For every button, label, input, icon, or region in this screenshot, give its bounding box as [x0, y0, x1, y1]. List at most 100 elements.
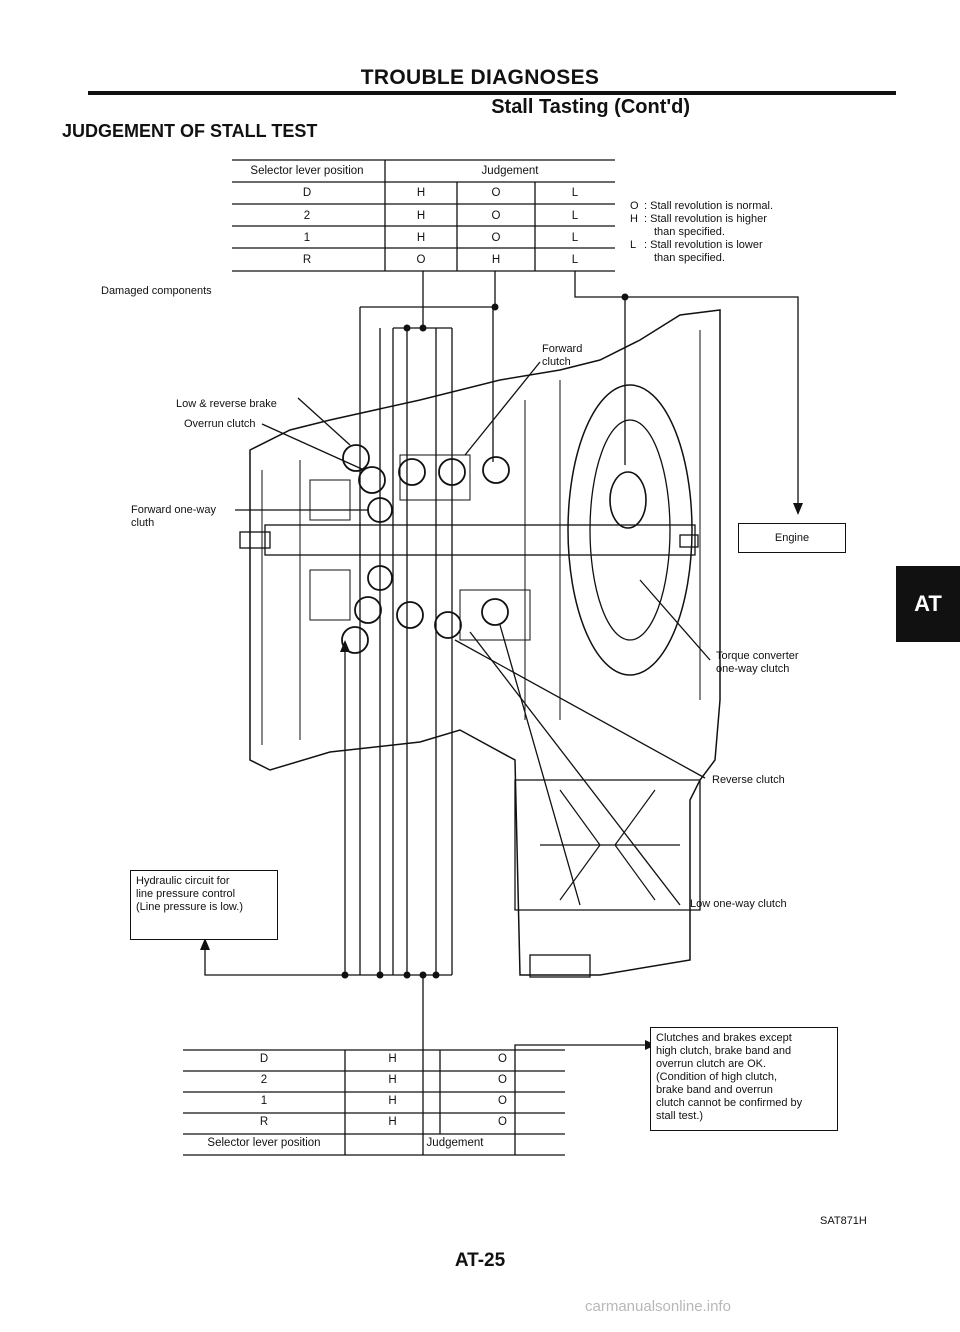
legend-text-cont: than specified.: [654, 226, 725, 238]
top-row-cell: L: [571, 254, 579, 266]
legend-text: : Stall revolution is lower: [644, 239, 763, 251]
torque-converter-label: Torque converter one-way clutch: [716, 650, 799, 675]
legend-symbol: L: [630, 239, 637, 251]
top-row-cell: H: [416, 210, 426, 222]
bottom-row-position: D: [259, 1053, 269, 1065]
leader-low-one-way: [469, 631, 681, 906]
leader-reverse-clutch: [454, 639, 706, 779]
leader-torque-converter: [639, 579, 711, 661]
bottom-table-footer-position: Selector lever position: [207, 1137, 321, 1149]
diff-flange: [529, 954, 591, 978]
shaft-end: [679, 534, 699, 548]
section-heading: JUDGEMENT OF STALL TEST: [62, 121, 318, 141]
top-table-header-judgement: Judgement: [481, 165, 539, 177]
legend-text: : Stall revolution is higher: [644, 213, 767, 225]
arrow-head: [200, 938, 210, 950]
top-row-position: R: [302, 254, 312, 266]
junction-dot: [419, 324, 427, 332]
clutch-circle: [367, 565, 393, 591]
junction-dot: [419, 971, 427, 979]
top-row-cell: O: [416, 254, 426, 266]
junction-dot: [621, 293, 629, 301]
section-tab-at: AT: [896, 566, 960, 642]
header-rule: [88, 91, 896, 95]
bottom-row-cell: H: [388, 1116, 397, 1128]
top-table-header-position: Selector lever position: [250, 165, 364, 177]
top-row-cell: O: [491, 210, 501, 222]
legend: O : Stall revolution is normal. H : Stal…: [630, 200, 773, 265]
clutch-circle: [438, 458, 466, 486]
bottom-row-cell: H: [388, 1053, 397, 1065]
page-subtitle: Stall Tasting (Cont'd): [491, 96, 690, 118]
clutch-circle: [341, 626, 369, 654]
low-reverse-brake-label: Low & reverse brake: [176, 398, 277, 410]
bottom-row-cell: O: [498, 1095, 507, 1107]
clutch-circle: [354, 596, 382, 624]
transmission-housing: [249, 309, 721, 976]
top-row-position: 2: [303, 210, 311, 222]
legend-text-cont: than specified.: [654, 252, 725, 264]
junction-dot: [403, 324, 411, 332]
bottom-row-position: R: [259, 1116, 269, 1128]
top-row-cell: H: [416, 187, 426, 199]
leader-forward-clutch: [464, 361, 541, 456]
bottom-row-position: 1: [260, 1095, 268, 1107]
junction-dot: [491, 303, 499, 311]
reverse-clutch-circle: [434, 611, 462, 639]
torque-converter: [567, 384, 693, 676]
figure-code: SAT871H: [820, 1215, 867, 1227]
forward-clutch-circle: [482, 456, 510, 484]
top-row-cell: L: [571, 210, 579, 222]
arrow-head: [340, 640, 350, 652]
leader-low-reverse-brake: [297, 397, 351, 446]
page-title: TROUBLE DIAGNOSES: [360, 66, 600, 89]
page-number: AT-25: [454, 1250, 506, 1271]
overrun-clutch-circle: [358, 466, 386, 494]
legend-item: H : Stall revolution is higher: [630, 213, 773, 226]
legend-item: L : Stall revolution is lower: [630, 239, 773, 252]
hydraulic-circuit-box: Hydraulic circuit for line pressure cont…: [130, 870, 278, 940]
top-row-cell: H: [491, 254, 501, 266]
torque-converter-inner: [589, 419, 671, 641]
main-shaft: [264, 524, 696, 556]
junction-dot: [432, 971, 440, 979]
forward-clutch-label: Forward clutch: [542, 343, 583, 368]
arrow-head: [793, 503, 803, 515]
forward-one-way-label: Forward one-way cluth: [131, 504, 216, 529]
junction-dot: [376, 971, 384, 979]
junction-dot: [341, 971, 349, 979]
clutch-pack: [309, 454, 531, 641]
housing-detail: [261, 330, 701, 745]
bottom-row-cell: O: [498, 1053, 507, 1065]
engine-box: Engine: [738, 523, 846, 553]
differential-case: [514, 779, 701, 911]
bottom-row-position: 2: [260, 1074, 268, 1086]
clutch-circle: [396, 601, 424, 629]
leader-low-one-way: [499, 624, 581, 906]
bus-line: [514, 1044, 650, 1155]
overrun-clutch-label: Overrun clutch: [184, 418, 256, 430]
watermark: carmanualsonline.info: [585, 1298, 731, 1315]
top-row-cell: L: [571, 187, 579, 199]
junction-dot: [403, 971, 411, 979]
bottom-table-footer-judgement: Judgement: [426, 1137, 484, 1149]
converter-clutch-circle: [609, 471, 647, 529]
differential-gears: [540, 789, 680, 901]
bottom-row-cell: H: [388, 1074, 397, 1086]
bottom-row-cell: O: [498, 1116, 507, 1128]
low-one-way-label: Low one-way clutch: [690, 898, 787, 910]
bus-line: [204, 945, 452, 976]
bottom-row-cell: H: [388, 1095, 397, 1107]
shaft-end: [239, 531, 271, 549]
clutch-circle: [398, 458, 426, 486]
reverse-clutch-label: Reverse clutch: [712, 774, 785, 786]
top-row-cell: O: [491, 232, 501, 244]
damaged-components-label: Damaged components: [101, 285, 212, 297]
bottom-row-cell: O: [498, 1074, 507, 1086]
top-row-cell: O: [491, 187, 501, 199]
legend-item: O : Stall revolution is normal.: [630, 200, 773, 213]
low-reverse-brake-circle: [342, 444, 370, 472]
leader-overrun-clutch: [261, 423, 365, 471]
legend-text: : Stall revolution is normal.: [644, 200, 773, 212]
